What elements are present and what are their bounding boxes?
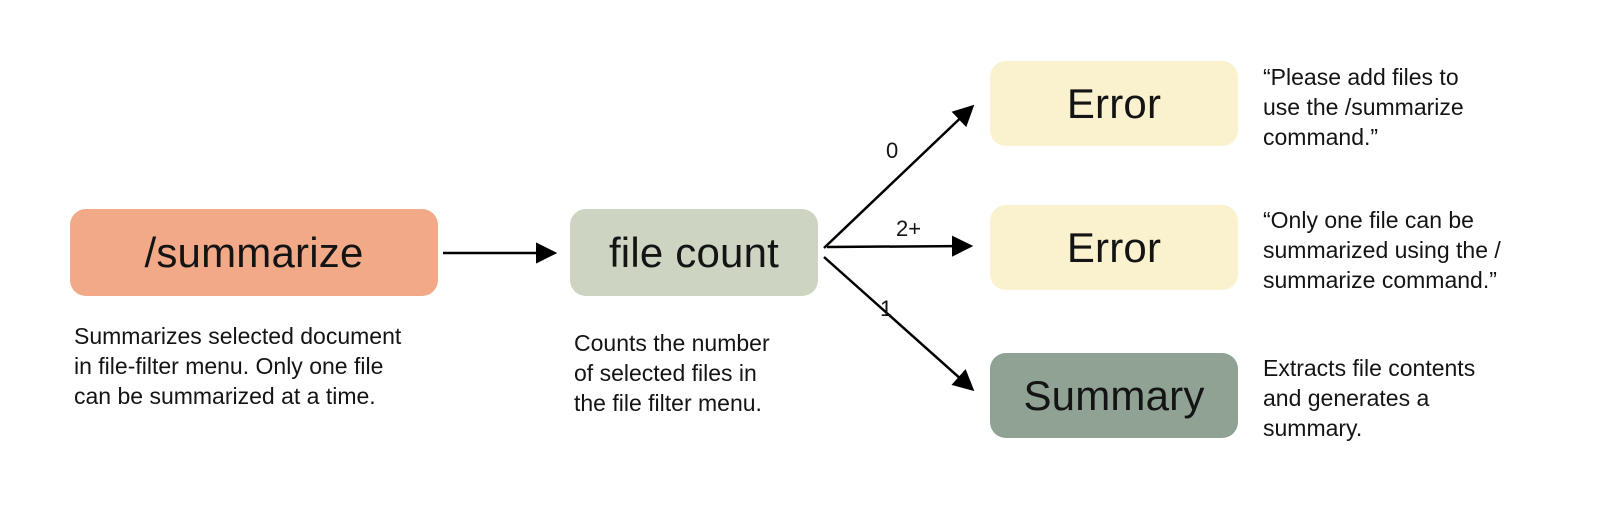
node-error-twoplus: Error [990, 205, 1238, 290]
edge-label-one: 1 [880, 296, 893, 321]
node-summarize-label: /summarize [144, 228, 364, 276]
node-error-twoplus-label: Error [1066, 223, 1162, 271]
node-file-count-label: file count [608, 228, 780, 276]
caption-file-count: Counts the number of selected files in t… [574, 330, 770, 416]
edge-label-two-plus: 2+ [896, 216, 922, 241]
arrow-filecount-to-summary [823, 256, 975, 392]
node-summary: Summary [990, 353, 1238, 438]
node-error-zero: Error [990, 61, 1238, 146]
node-file-count: file count [570, 209, 818, 296]
caption-error-twoplus: “Only one file can be summarized using t… [1263, 207, 1501, 293]
node-summarize: /summarize [70, 209, 438, 296]
caption-summary: Extracts file contents and generates a s… [1263, 355, 1476, 441]
arrow-filecount-to-error-zero [823, 104, 975, 249]
edge-label-zero: 0 [886, 138, 899, 163]
node-summary-label: Summary [1023, 371, 1205, 419]
caption-error-zero: “Please add files to use the /summarize … [1263, 64, 1464, 150]
node-error-zero-label: Error [1066, 79, 1162, 127]
arrow-filecount-to-error-twoplus [826, 235, 974, 257]
caption-summarize: Summarizes selected document in file-fil… [74, 323, 402, 409]
